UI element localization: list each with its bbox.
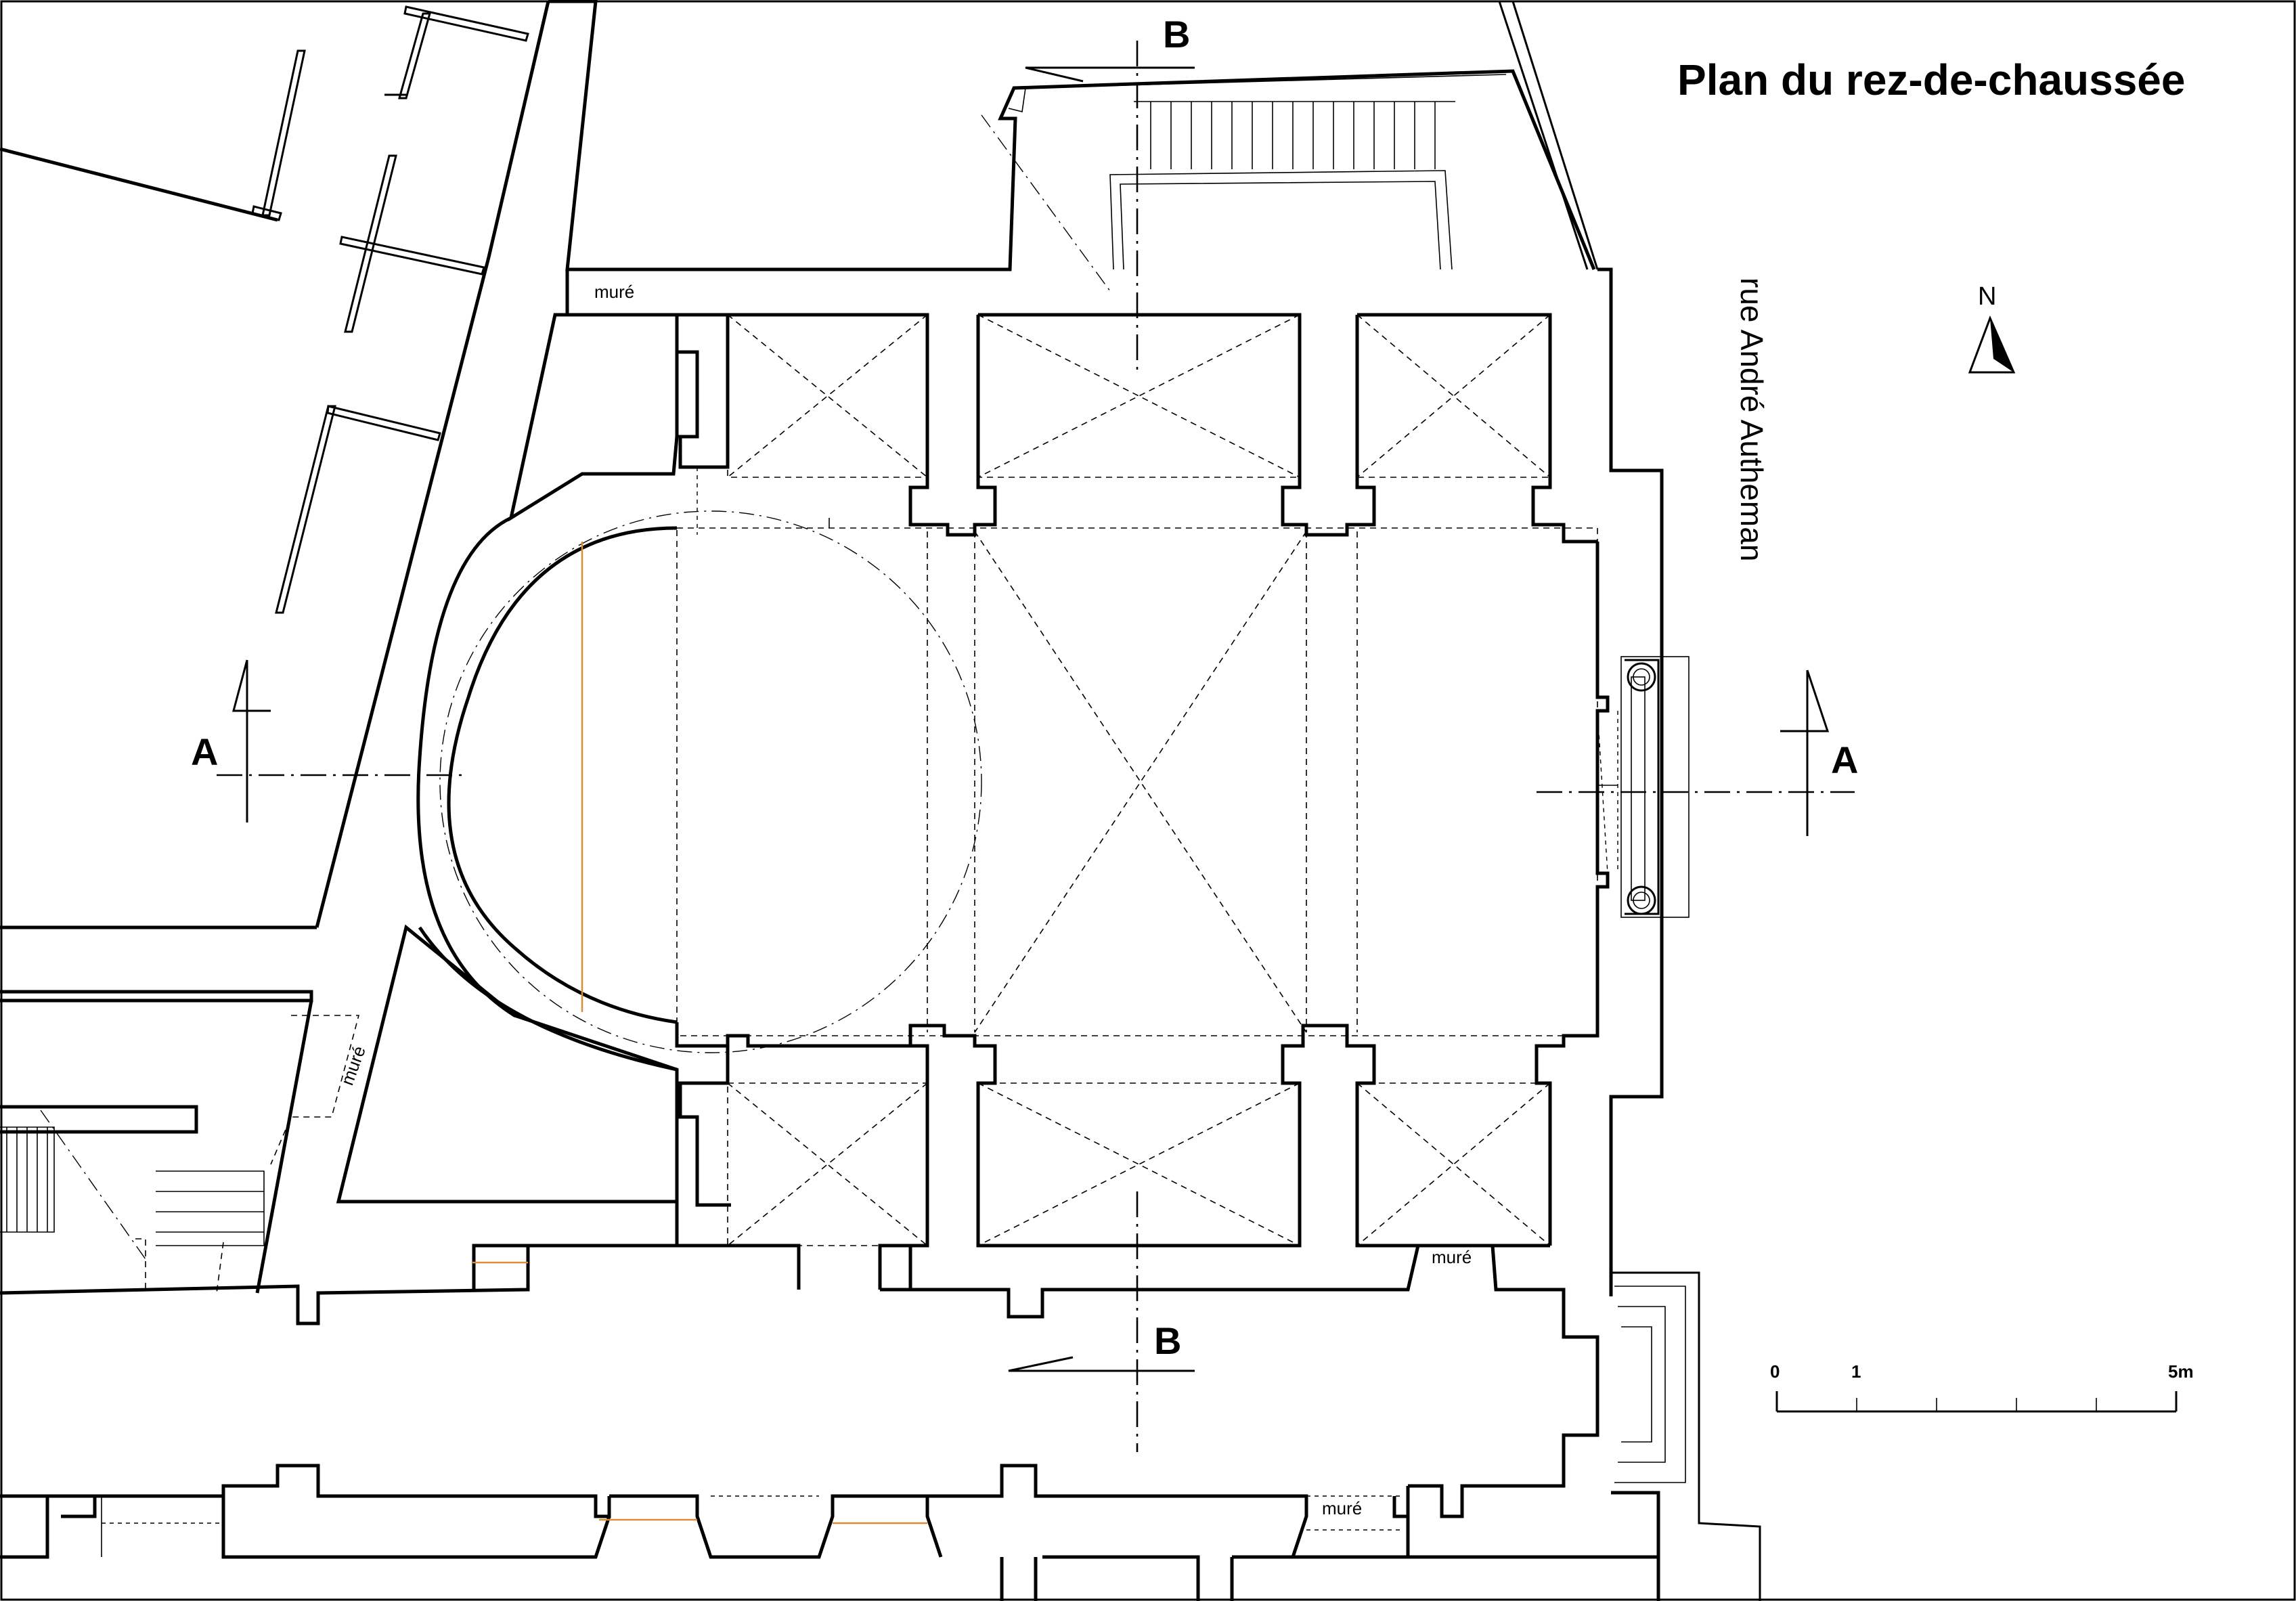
scale-label-one: 1 <box>1851 1361 1861 1382</box>
orange-marks <box>472 542 927 1525</box>
section-lines <box>217 41 1855 1452</box>
scale-bar <box>1775 1391 2178 1413</box>
walled-label-north: muré <box>594 282 634 302</box>
east-porch <box>1620 656 1690 918</box>
stair-treads-north <box>1134 101 1455 169</box>
walled-label-south-chapel: muré <box>1432 1247 1472 1267</box>
south-row <box>0 1271 1761 1601</box>
plan-title: Plan du rez-de-chaussée <box>1677 56 2185 104</box>
walled-label-south-row: muré <box>1322 1498 1362 1518</box>
church-outline <box>0 267 1664 1518</box>
north-letter: N <box>1978 282 1996 311</box>
southwest-stairs <box>0 1015 360 1294</box>
section-label-b-north: B <box>1163 13 1190 56</box>
section-label-a-east: A <box>1831 739 1858 781</box>
walled-label-west: muré <box>336 1043 369 1088</box>
vault-lines <box>439 314 1618 1246</box>
north-annex <box>548 0 1599 292</box>
section-label-a-west: A <box>191 730 218 773</box>
north-arrow-icon <box>1968 315 2016 374</box>
scale-label-five: 5m <box>2168 1361 2194 1382</box>
northwest-rooms <box>0 1 550 929</box>
scale-label-zero: 0 <box>1770 1361 1780 1382</box>
section-label-b-south: B <box>1154 1319 1181 1362</box>
street-label: rue André Autheman <box>1734 278 1769 561</box>
